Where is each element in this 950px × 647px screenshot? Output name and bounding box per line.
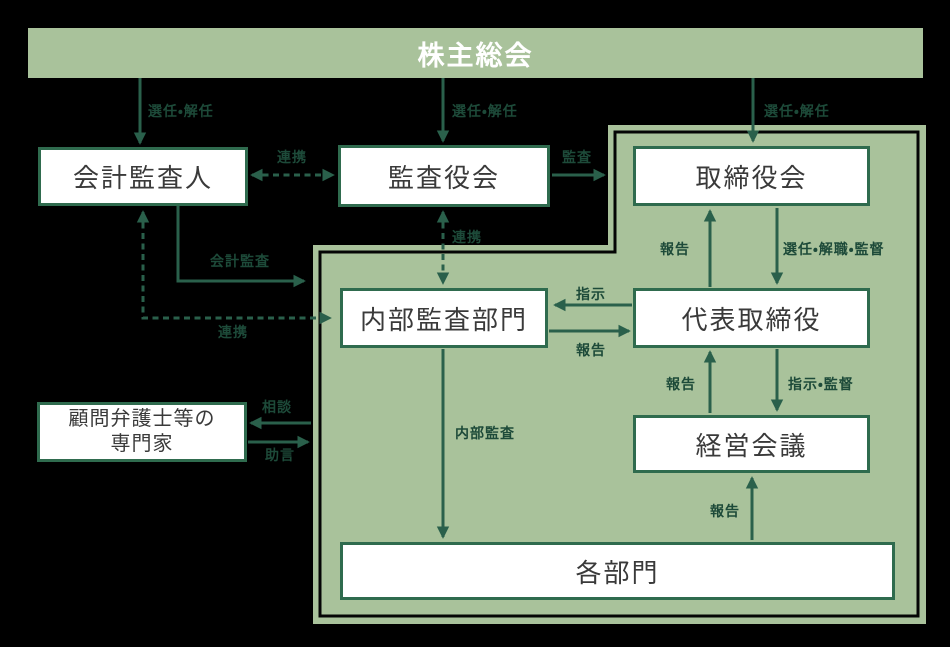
node-board-of-directors-label: 取締役会: [695, 162, 808, 193]
label-appoint-dismiss-3: 選任・解任: [764, 103, 830, 119]
label-report-1: 報告: [660, 241, 690, 257]
panel-inner-border: [318, 130, 920, 618]
node-representative-director: 代表取締役: [633, 288, 870, 348]
label-accounting-audit: 会計監査: [210, 253, 270, 269]
shareholders-meeting-title: 株主総会: [417, 40, 534, 71]
node-each-department-label: 各部門: [575, 557, 660, 588]
label-cooperation-2: 連携: [452, 229, 482, 245]
label-cooperation-1: 連携: [277, 149, 307, 165]
node-internal-audit-dept-label: 内部監査部門: [359, 304, 528, 335]
label-appoint-dismiss-2: 選任・解任: [452, 103, 518, 119]
node-audit-committee: 監査役会: [338, 145, 550, 207]
node-advisory-lawyers: 顧問弁護士等の 専門家: [37, 402, 247, 462]
node-management-meeting-label: 経営会議: [695, 430, 808, 461]
label-appoint-dismiss-1: 選任・解任: [148, 103, 214, 119]
label-internal-audit: 内部監査: [455, 425, 515, 441]
node-management-meeting: 経営会議: [633, 415, 870, 473]
label-advice: 助言: [265, 447, 295, 463]
node-advisory-lawyers-line1: 顧問弁護士等の: [68, 408, 216, 430]
label-report-4: 報告: [710, 503, 740, 519]
label-instruction: 指示: [576, 286, 606, 302]
node-board-of-directors: 取締役会: [633, 146, 870, 206]
shareholders-meeting-banner: 株主総会: [28, 28, 923, 78]
node-audit-committee-label: 監査役会: [387, 162, 500, 193]
label-cooperation-3: 連携: [218, 324, 248, 340]
label-instruction-supervision: 指示・監督: [788, 376, 854, 392]
node-internal-audit-dept: 内部監査部門: [340, 288, 548, 348]
label-report-3: 報告: [666, 376, 696, 392]
arrow-cooperate-auditor-internal: [136, 210, 332, 325]
label-appoint-remove-supervise: 選任・解職・監督: [783, 241, 885, 257]
label-report-2: 報告: [576, 342, 606, 358]
node-accounting-auditor: 会計監査人: [38, 147, 248, 206]
node-each-department: 各部門: [340, 542, 895, 600]
node-accounting-auditor-label: 会計監査人: [72, 163, 213, 193]
label-audit: 監査: [562, 149, 592, 165]
label-consultation: 相談: [262, 399, 292, 415]
node-representative-director-label: 代表取締役: [681, 304, 822, 335]
node-advisory-lawyers-line2: 専門家: [110, 433, 174, 455]
